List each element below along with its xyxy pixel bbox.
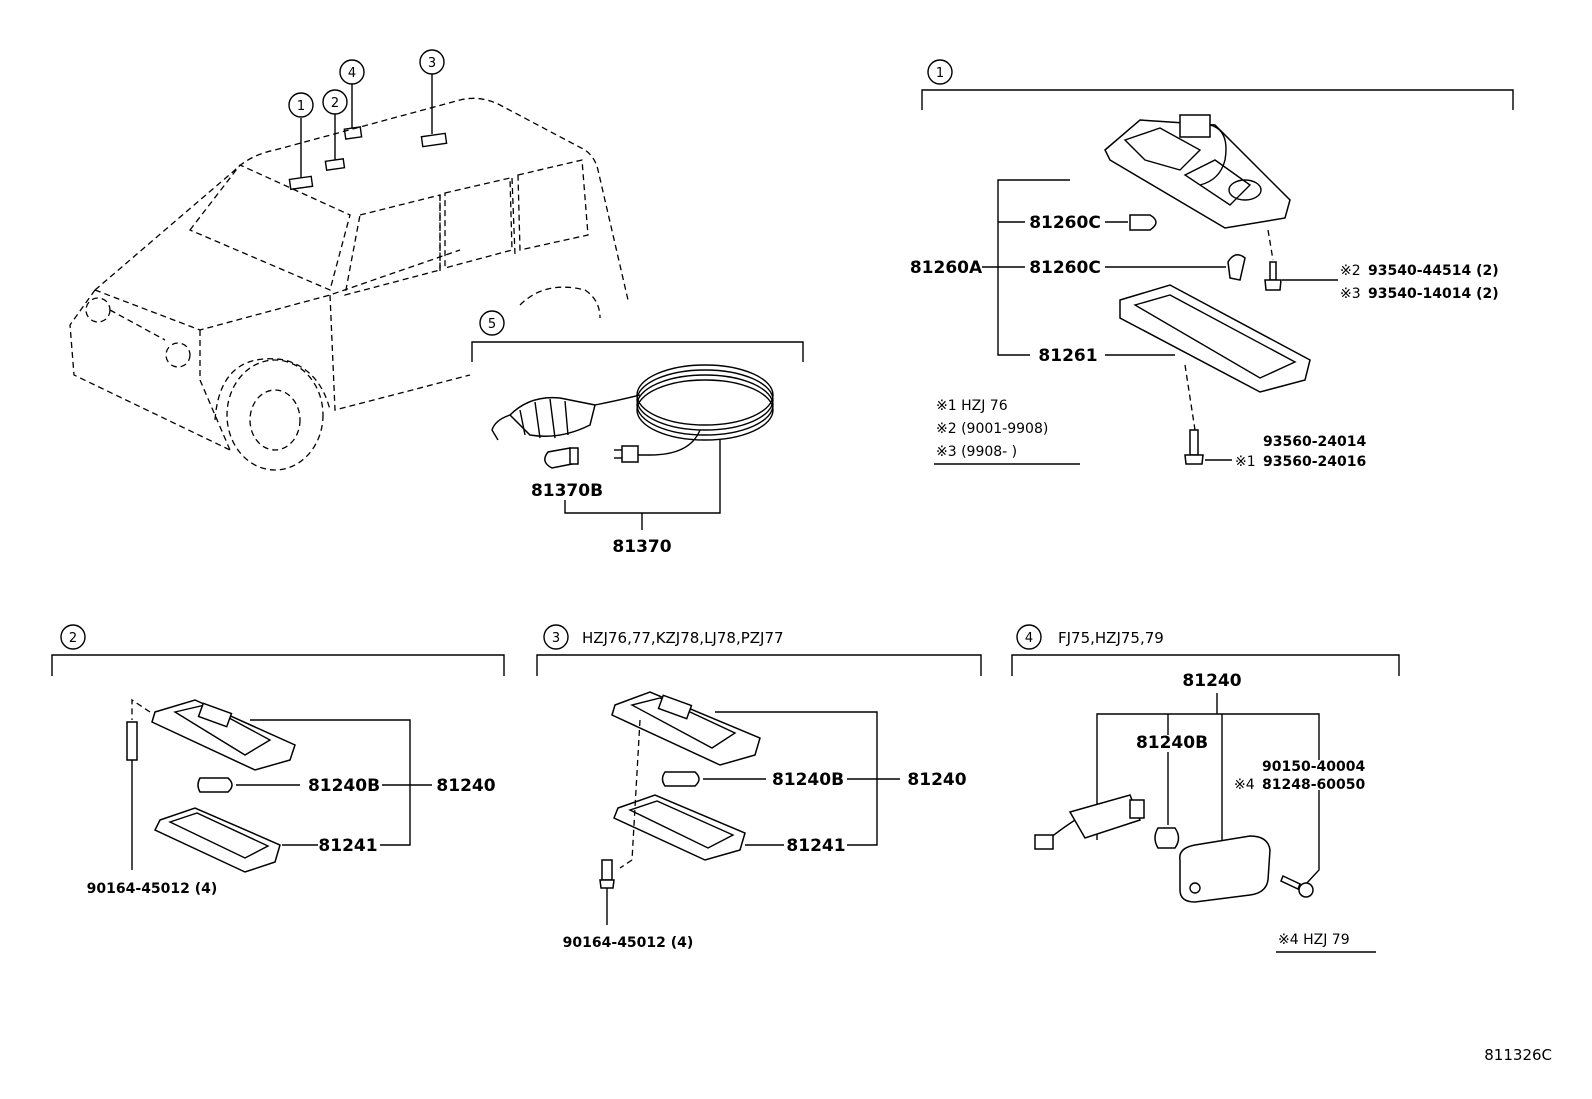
section-4-heading: FJ75,HZJ75,79	[1058, 629, 1164, 647]
reference-code: 811326C	[1484, 1046, 1552, 1064]
section-3-heading: HZJ76,77,KZJ78,LJ78,PZJ77	[582, 629, 784, 647]
label-93540-44514: 93540-44514 (2)	[1368, 263, 1499, 279]
note-mark-1: ※1	[1235, 454, 1256, 470]
label-90164-45012-s3: 90164-45012 (4)	[563, 935, 694, 951]
section-1-marker: 1	[936, 66, 944, 81]
label-93540-14014: 93540-14014 (2)	[1368, 286, 1499, 302]
section-2-marker: 2	[69, 631, 77, 646]
label-81241-s3: 81241	[786, 836, 845, 856]
section-1-room-lamp: 1 81260A 81260C 81260C	[910, 59, 1514, 470]
section-4-marker: 4	[1025, 631, 1033, 646]
marker-4-callout: 4	[339, 59, 365, 85]
label-81260C-a: 81260C	[1029, 213, 1101, 233]
label-81240B-s2: 81240B	[308, 776, 380, 796]
section-3-marker: 3	[552, 631, 560, 646]
marker-3-label: 3	[428, 56, 436, 71]
label-81240-s3: 81240	[907, 770, 966, 790]
label-90164-45012-s2: 90164-45012 (4)	[87, 881, 218, 897]
label-81260A: 81260A	[910, 258, 983, 278]
note-mark-4: ※4	[1234, 777, 1255, 793]
marker-3-callout: 3	[419, 49, 445, 75]
note-mark-2: ※2	[1340, 263, 1361, 279]
label-93560-24016: 93560-24016	[1263, 454, 1366, 470]
section-4-note-1: ※4 HZJ 79	[1278, 932, 1350, 948]
label-81240-s2: 81240	[436, 776, 495, 796]
label-90150-40004: 90150-40004	[1262, 759, 1365, 775]
label-81240-s4: 81240	[1182, 671, 1241, 691]
label-93560-24014: 93560-24014	[1263, 434, 1366, 450]
label-81260C-b: 81260C	[1029, 258, 1101, 278]
marker-2-label: 2	[331, 96, 339, 111]
section-1-note-1: ※1 HZJ 76	[936, 398, 1008, 414]
marker-2-callout: 2	[322, 89, 348, 115]
section-2-lamp: 2 81240B 81240 81241 90164-45012 (4)	[51, 624, 505, 897]
section-5-work-lamp: 5 81370B 81370	[471, 310, 804, 557]
section-3-lamp: 3 HZJ76,77,KZJ78,LJ78,PZJ77 81240B 81240…	[536, 624, 982, 951]
label-81241-s2: 81241	[318, 836, 377, 856]
marker-1-callout: 1	[288, 92, 314, 118]
label-81261: 81261	[1038, 346, 1097, 366]
vehicle-overview: 1 2 4 3	[69, 49, 629, 471]
label-81370B: 81370B	[531, 481, 603, 501]
marker-1-label: 1	[297, 99, 305, 114]
label-81240B-s3: 81240B	[772, 770, 844, 790]
note-mark-3: ※3	[1340, 286, 1361, 302]
section-5-marker: 5	[488, 317, 496, 332]
section-1-note-3: ※3 (9908- )	[936, 444, 1017, 460]
section-4-lamp: 4 FJ75,HZJ75,79 81240 81240B 90150-40004…	[1011, 624, 1400, 953]
label-81240B-s4: 81240B	[1136, 733, 1208, 753]
marker-4-label: 4	[348, 66, 356, 81]
label-81248-60050: 81248-60050	[1262, 777, 1365, 793]
label-81370: 81370	[612, 537, 671, 557]
section-1-note-2: ※2 (9001-9908)	[936, 421, 1048, 437]
